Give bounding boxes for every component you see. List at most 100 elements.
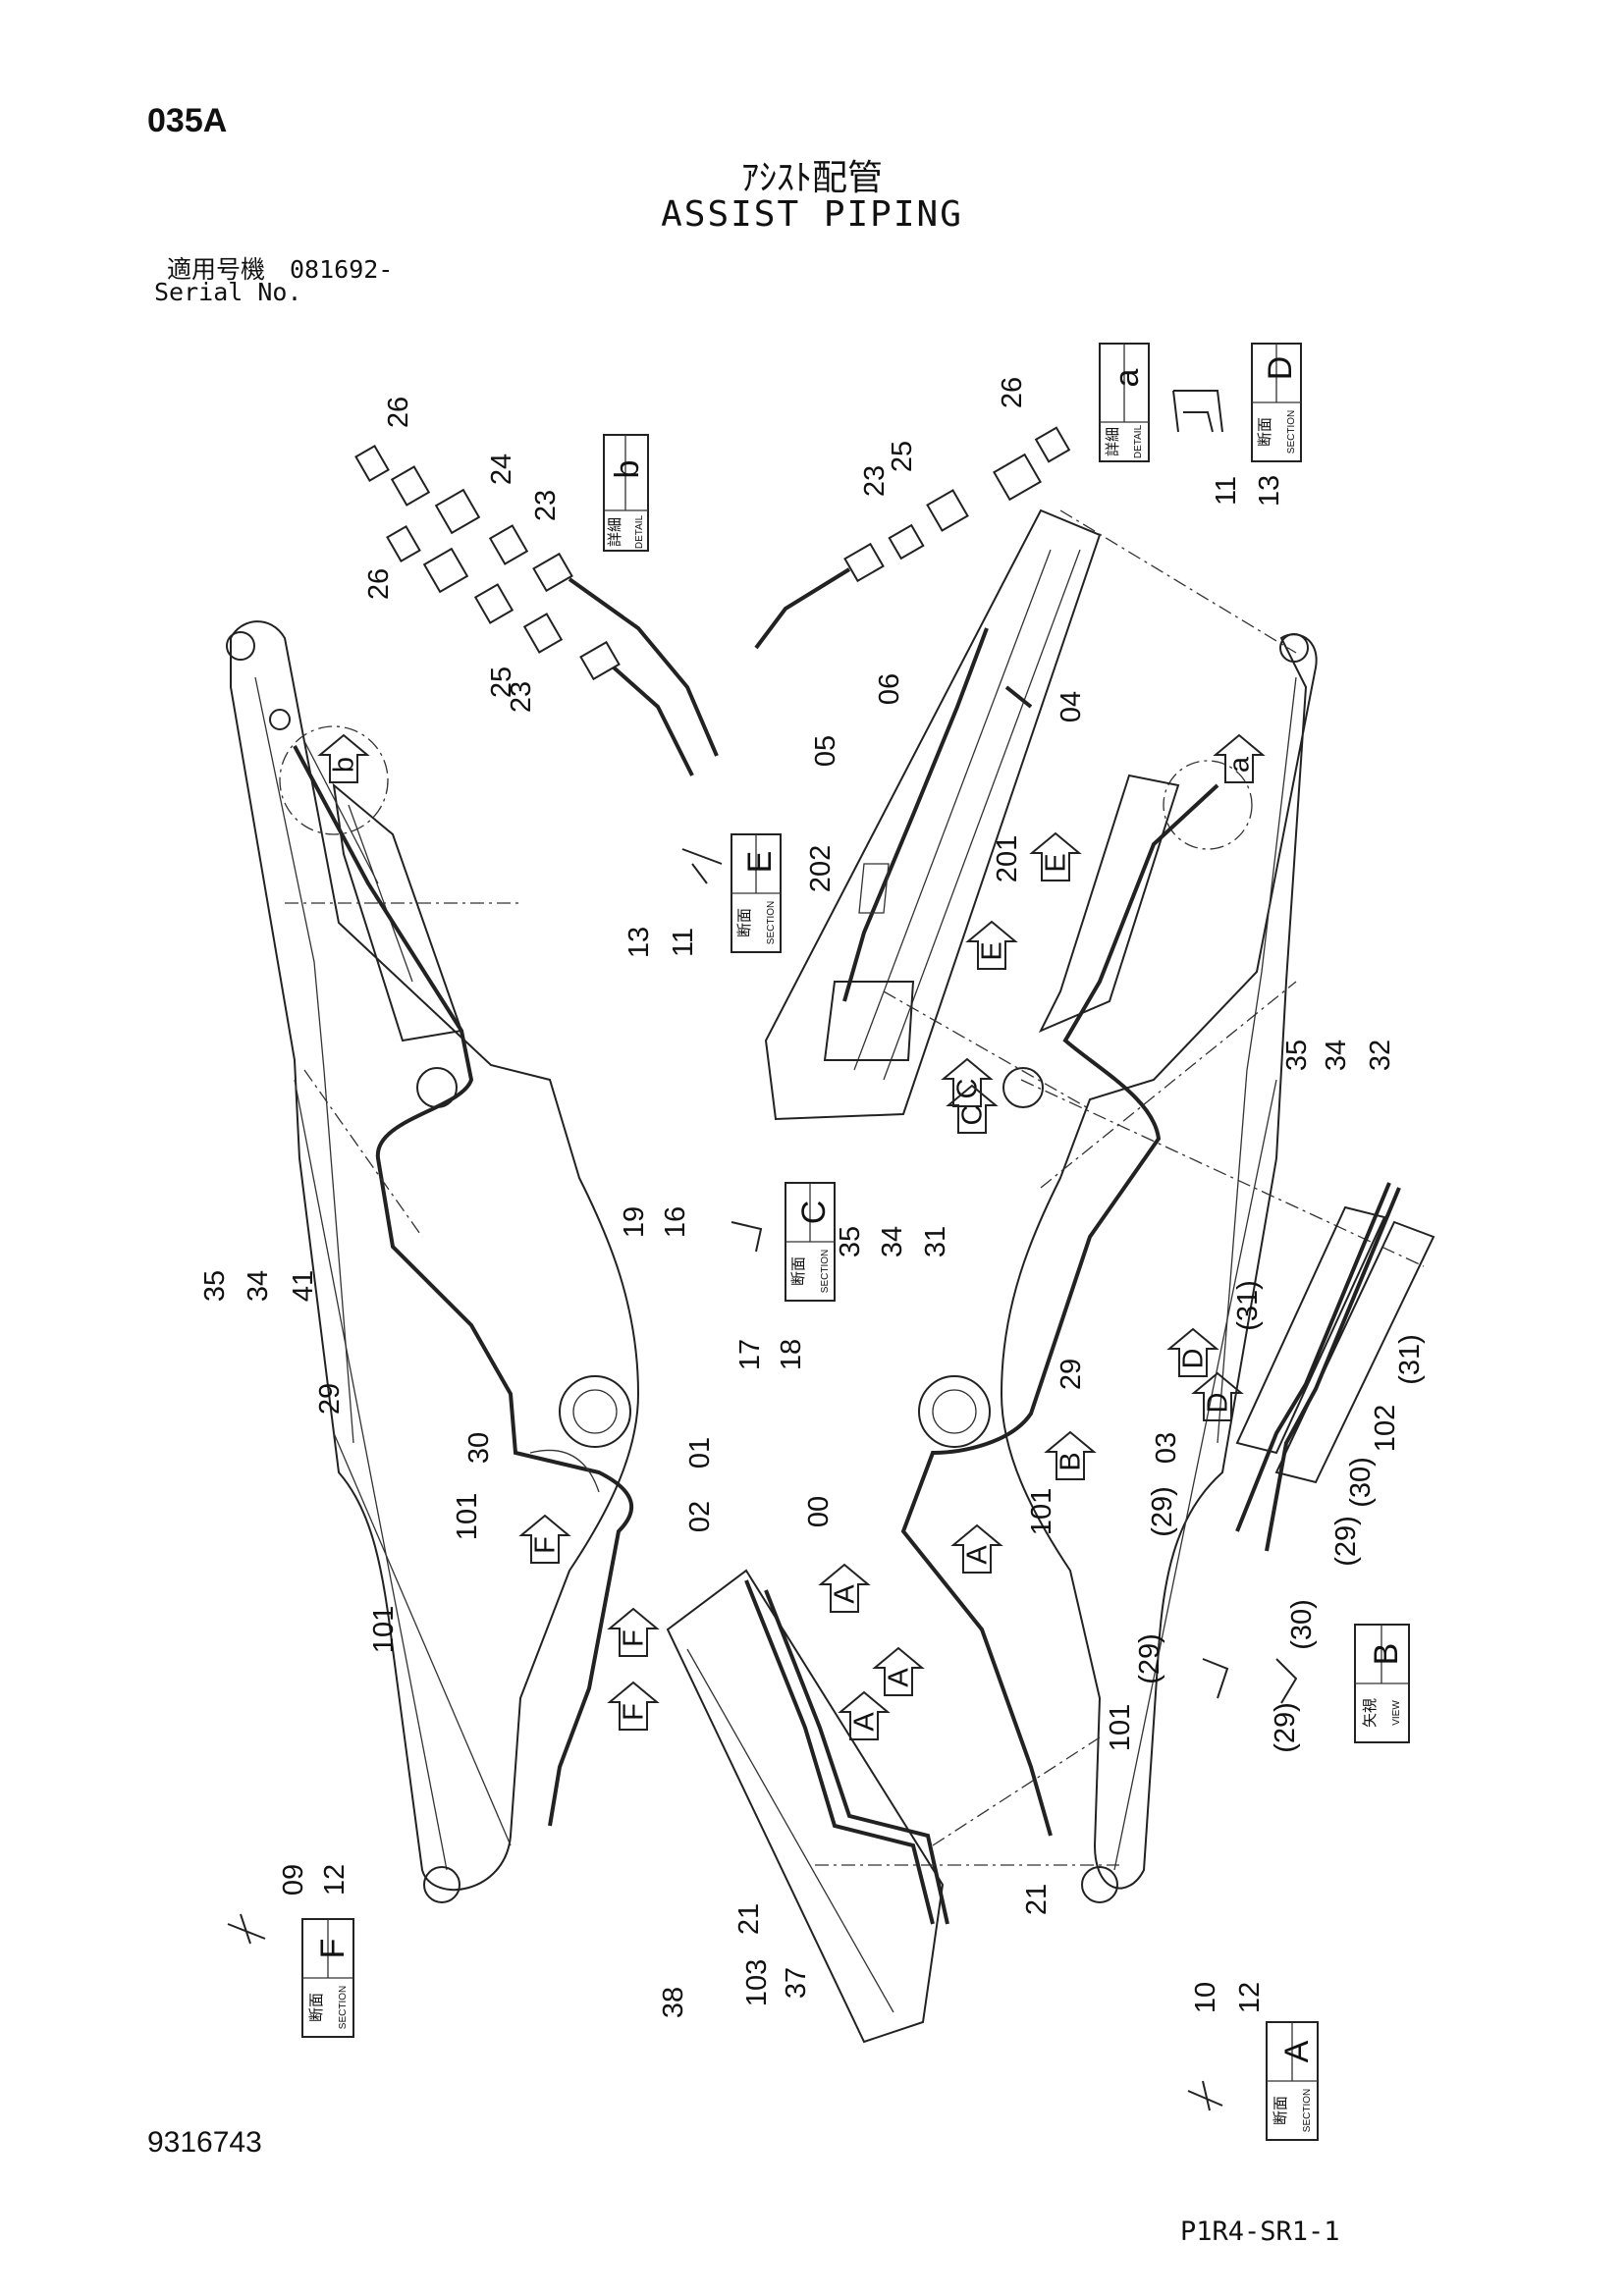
part-label-detail-b: 25	[486, 667, 517, 698]
part-label-upper-center: 06	[874, 673, 905, 705]
arrow-tag: A	[838, 1690, 891, 1740]
svg-text:断面: 断面	[735, 908, 753, 937]
svg-text:断面: 断面	[789, 1256, 807, 1286]
tag-section-e-letter: E	[741, 851, 779, 874]
part-label-section-e: 13	[623, 927, 655, 958]
serial-label-japanese: 適用号機 081692-	[167, 255, 394, 284]
svg-text:断面: 断面	[1272, 2096, 1289, 2125]
arrow-tag: D	[1191, 1371, 1244, 1421]
part-label-left-lower: 02	[684, 1501, 716, 1532]
part-label-upper-center: 202	[805, 845, 837, 892]
left-boom	[226, 620, 640, 1903]
part-label-center-lower: 101	[1026, 1488, 1057, 1535]
bottom-arm	[666, 1569, 1119, 2044]
part-label-bottom: 103	[741, 1959, 773, 2006]
right-boom	[900, 633, 1435, 1903]
part-label-view-b: (30)	[1286, 1599, 1318, 1650]
part-label-right-mid: 29	[1056, 1359, 1087, 1390]
section-sketches	[227, 390, 1298, 2111]
tag-section-d: D 断面 SECTION	[1251, 343, 1302, 462]
svg-text:a: a	[1224, 756, 1256, 773]
part-label-section-a: 12	[1234, 1982, 1266, 2013]
svg-text:b: b	[329, 757, 360, 773]
tag-section-c-letter: C	[795, 1201, 833, 1225]
part-label-section-d: 11	[1211, 476, 1242, 506]
title-english: ASSIST PIPING	[661, 194, 963, 235]
svg-text:VIEW: VIEW	[1391, 1700, 1402, 1726]
part-label-bottom: 37	[781, 1967, 812, 1999]
arrow-tag: A	[950, 1523, 1003, 1574]
detail-a-fittings	[754, 426, 1071, 650]
svg-text:F: F	[619, 1703, 650, 1721]
part-label-section-c-upper: 31	[920, 1226, 951, 1257]
part-label-section-a: 10	[1190, 1982, 1221, 2013]
part-label-left-lower: 101	[452, 1493, 483, 1540]
svg-text:C: C	[957, 1105, 989, 1126]
part-label-right-mid: (31)	[1394, 1334, 1426, 1385]
arrow-tag: E	[965, 920, 1018, 970]
part-label-detail-b: 26	[363, 568, 395, 600]
center-arm-upper	[764, 508, 1297, 1121]
svg-text:A: A	[962, 1545, 994, 1565]
part-label-right-mid: 03	[1151, 1432, 1182, 1464]
svg-text:D: D	[1178, 1349, 1210, 1369]
part-label-detail-a: 26	[997, 377, 1028, 408]
arrow-tag: a	[1213, 733, 1266, 783]
part-label-detail-b: 26	[383, 397, 414, 428]
part-label-right-mid: 102	[1370, 1405, 1401, 1452]
svg-text:断面: 断面	[1256, 417, 1273, 447]
part-label-left-stack: 35	[199, 1270, 231, 1302]
part-label-bottom: 21	[1021, 1884, 1053, 1915]
part-label-left-lower: 01	[684, 1437, 716, 1468]
page-reference: P1R4-SR1-1	[1180, 2216, 1340, 2247]
svg-text:SECTION: SECTION	[1286, 410, 1297, 454]
part-label-right-stack: 35	[1281, 1040, 1313, 1071]
part-label-bottom: 21	[733, 1903, 765, 1935]
tag-detail-b: b 詳細 DETAIL	[603, 434, 649, 552]
arrow-tag: D	[1166, 1327, 1219, 1377]
part-label-section-d: 13	[1254, 475, 1285, 507]
arrow-tag: A	[818, 1563, 871, 1613]
part-label-right-stack: 32	[1365, 1040, 1396, 1071]
svg-text:A: A	[830, 1584, 861, 1604]
part-label-left-lower: 101	[368, 1606, 400, 1653]
part-label-right-mid: (30)	[1345, 1457, 1377, 1508]
tag-section-d-letter: D	[1262, 356, 1299, 381]
part-label-detail-a: 25	[887, 441, 918, 472]
tag-detail-b-letter: b	[609, 460, 646, 479]
arrow-tag: A	[872, 1646, 925, 1696]
part-label-right-mid: (29)	[1330, 1516, 1362, 1567]
serial-label-english: Serial No.	[154, 278, 302, 306]
page-code: 035A	[147, 102, 228, 139]
part-label-detail-b: 23	[530, 490, 562, 521]
svg-text:詳細: 詳細	[1104, 427, 1121, 456]
svg-text:D: D	[1203, 1393, 1234, 1414]
part-label-left-stack: 34	[243, 1270, 274, 1302]
tag-section-f-letter: F	[314, 1939, 352, 1959]
svg-text:F: F	[619, 1629, 650, 1647]
part-label-center-lower: 00	[803, 1496, 835, 1527]
part-label-left-lower: 30	[463, 1432, 495, 1464]
part-label-view-b: (29)	[1270, 1702, 1301, 1753]
part-label-upper-center: 05	[810, 735, 841, 767]
tag-section-c: C 断面 SECTION	[785, 1182, 836, 1302]
arrow-tag: B	[1044, 1430, 1097, 1480]
svg-text:矢視: 矢視	[1361, 1698, 1379, 1728]
svg-text:詳細: 詳細	[606, 517, 623, 547]
tag-view-b: B 矢視 VIEW	[1354, 1624, 1410, 1743]
part-label-section-f: 12	[319, 1864, 351, 1896]
part-label-view-b: (29)	[1134, 1633, 1165, 1684]
arrow-tag: b	[317, 733, 370, 783]
part-label-detail-b: 24	[486, 454, 517, 485]
document-number: 9316743	[147, 2126, 262, 2159]
tag-section-a-letter: A	[1278, 2040, 1316, 2062]
svg-text:SECTION: SECTION	[820, 1250, 831, 1293]
arrow-tag: C	[941, 1057, 994, 1107]
part-label-bottom: 38	[658, 1987, 689, 2018]
tag-section-a: A 断面 SECTION	[1266, 2021, 1319, 2141]
tag-section-e: E 断面 SECTION	[731, 833, 782, 953]
svg-text:SECTION: SECTION	[338, 1986, 349, 2029]
svg-text:DETAIL: DETAIL	[1133, 424, 1144, 458]
svg-text:E: E	[1041, 853, 1072, 872]
